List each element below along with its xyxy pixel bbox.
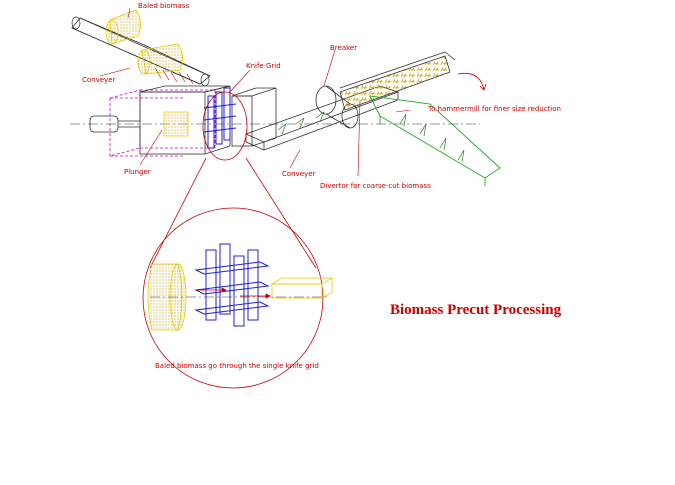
output-box — [231, 87, 277, 147]
detail-callout — [142, 91, 324, 389]
label-breaker: Breaker — [330, 44, 357, 52]
detail-flow-arrows — [196, 287, 271, 299]
plunger — [109, 89, 216, 157]
bale-top-1 — [105, 9, 141, 45]
divertor-chute — [369, 95, 501, 186]
page-title: Biomass Precut Processing — [390, 302, 562, 318]
leader-lines — [99, 7, 411, 177]
label-hammermill: To hammermill for finer size reduction — [427, 105, 561, 113]
label-divertor: Divertor for coarse-cut biomass — [320, 182, 431, 190]
label-grid-caption: Baled biomass go through the single knif… — [155, 362, 319, 370]
detail-output-stick — [270, 277, 334, 299]
label-baled-biomass: Baled biomass — [138, 2, 189, 10]
coarse-biomass-on-divertor — [399, 113, 465, 163]
label-conveyer-top: Conveyer — [82, 76, 116, 84]
piston-rod — [89, 115, 140, 133]
bale-top-2 — [137, 43, 183, 75]
detail-knife-grid — [194, 243, 270, 327]
knife-grid-top — [203, 87, 237, 149]
label-plunger: Plunger — [124, 168, 151, 176]
hammermill-conveyer — [339, 51, 487, 111]
label-conveyer-bottom: Conveyer — [282, 170, 316, 178]
bale-in-chamber — [163, 111, 189, 137]
motion-arrows-top — [154, 67, 194, 85]
cut-biomass-on-conveyer — [277, 111, 325, 135]
label-knife-grid: Knife Grid — [246, 62, 281, 70]
